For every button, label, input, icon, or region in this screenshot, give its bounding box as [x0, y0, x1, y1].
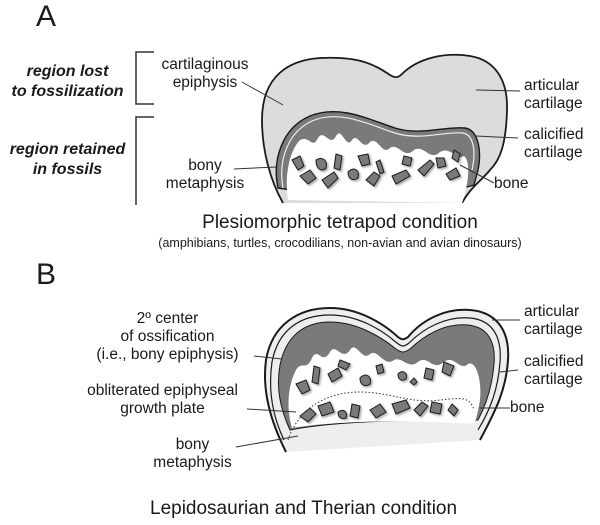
label-line: cartilage: [524, 144, 583, 161]
label-line: cartilage: [524, 321, 583, 338]
label-bone-b: bone: [510, 399, 545, 416]
label-line: (i.e., bony epiphysis): [96, 346, 239, 363]
subcaption-a: (amphibians, turtles, crocodilians, non-…: [158, 236, 522, 250]
leader-growth-plate: [246, 408, 297, 413]
label-calcified-cartilage-b: calicified cartilage: [524, 353, 583, 389]
label-line: cartilage: [524, 371, 583, 388]
label-line: bony: [188, 157, 222, 174]
leader-bony-metaphysis-b: [235, 435, 299, 448]
label-bony-metaphysis-a: bony metaphysis: [155, 157, 255, 193]
calcified-cartilage-band-b: [269, 314, 501, 441]
region-lost-line-1: region lost: [26, 63, 109, 80]
label-line: of ossification: [120, 328, 215, 345]
label-line: bony: [175, 436, 210, 453]
label-line: metaphysis: [153, 454, 232, 471]
label-line: obliterated epiphyseal: [87, 382, 238, 399]
leader-bone-a: [459, 164, 495, 184]
leader-secondary-center: [253, 355, 283, 360]
region-retained-line-1: region retained: [9, 141, 126, 158]
caption-b: Lepidosaurian and Therian condition: [150, 498, 458, 519]
label-line: calicified: [524, 353, 584, 370]
caption-a: Plesiomorphic tetrapod condition: [202, 212, 478, 233]
bracket-region-lost: [135, 51, 154, 105]
bracket-region-retained: [135, 116, 154, 205]
label-bony-metaphysis-b: bony metaphysis: [145, 436, 240, 472]
label-line: growth plate: [120, 400, 205, 417]
panel-letter-b: B: [36, 258, 57, 291]
region-retained-label: region retained in fossils: [0, 140, 135, 180]
label-bone-a: bone: [494, 175, 529, 192]
label-calcified-cartilage-a: calicified cartilage: [524, 126, 583, 162]
leader-bony-metaphysis-a: [233, 166, 277, 170]
leader-cartilaginous-epiphysis: [241, 81, 284, 106]
label-line: 2º center: [136, 310, 199, 327]
label-growth-plate: obliterated epiphyseal growth plate: [75, 382, 250, 418]
label-articular-cartilage-a: articular cartilage: [524, 77, 583, 113]
trabeculae-a: [291, 149, 461, 189]
label-line: articular: [524, 77, 580, 94]
growth-plate-dotted-line: [287, 391, 475, 441]
label-secondary-center: 2º center of ossification (i.e., bony ep…: [85, 310, 250, 364]
label-line: metaphysis: [165, 175, 245, 192]
trabeculae-b: [295, 359, 459, 423]
leader-calcified-cartilage-b: [499, 369, 519, 373]
marrow-cavity-a: [286, 133, 469, 203]
label-line: epiphysis: [172, 74, 238, 91]
region-retained-line-2: in fossils: [32, 161, 103, 178]
label-line: calicified: [524, 126, 584, 143]
panel-letter-a: A: [36, 0, 57, 33]
label-line: cartilage: [524, 95, 583, 112]
leader-articular-cartilage-a: [475, 89, 521, 92]
region-lost-line-2: to fossilization: [11, 83, 124, 100]
label-articular-cartilage-b: articular cartilage: [524, 303, 583, 339]
label-line: cartilaginous: [161, 56, 249, 73]
label-cartilaginous-epiphysis: cartilaginous epiphysis: [150, 56, 260, 92]
region-lost-label: region lost to fossilization: [0, 62, 135, 102]
label-line: articular: [524, 303, 580, 320]
calcified-cartilage-inner-line: [281, 116, 475, 189]
leader-calcified-cartilage-a: [475, 135, 519, 139]
